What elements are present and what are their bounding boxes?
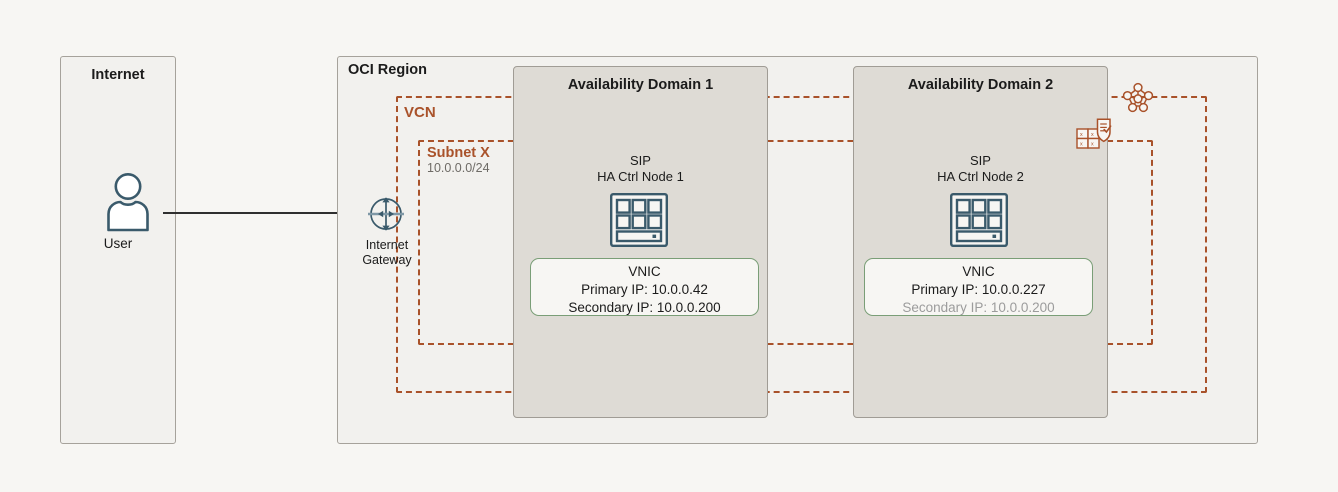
- svg-text:x: x: [1091, 132, 1094, 138]
- vcn-network-icon: [1119, 81, 1157, 117]
- connection-user-to-gateway: [163, 212, 378, 215]
- node-1-caption-line1: SIP: [630, 153, 651, 168]
- vcn-label: VCN: [404, 104, 436, 121]
- vnic-card-node-1: VNIC Primary IP: 10.0.0.42 Secondary IP:…: [530, 258, 759, 316]
- svg-text:x: x: [1080, 132, 1083, 138]
- node-1-caption: SIP HA Ctrl Node 1: [513, 153, 768, 185]
- node-1-caption-line2: HA Ctrl Node 1: [597, 168, 684, 184]
- internet-title: Internet: [91, 67, 145, 83]
- internet-gateway-label: Internet Gateway: [342, 238, 432, 268]
- node-2-caption-line2: HA Ctrl Node 2: [937, 168, 1024, 184]
- subnet-boundary: [418, 140, 1153, 345]
- vnic-2-title: VNIC: [962, 264, 995, 279]
- oci-region-title: OCI Region: [348, 62, 427, 78]
- internet-gateway-label-line2: Gateway: [362, 252, 412, 267]
- vnic-1-title: VNIC: [628, 264, 661, 279]
- internet-gateway-icon: [366, 194, 406, 234]
- availability-domain-2-title: Availability Domain 2: [907, 77, 1054, 93]
- vnic-2-secondary-ip: Secondary IP: 10.0.0.200: [902, 299, 1055, 315]
- compute-instance-icon: [950, 193, 1008, 247]
- svg-text:x: x: [1091, 142, 1094, 148]
- node-2-caption: SIP HA Ctrl Node 2: [853, 153, 1108, 185]
- internet-gateway-label-line1: Internet: [365, 238, 409, 252]
- user-icon: [104, 172, 152, 232]
- subnet-label: Subnet X: [427, 145, 490, 161]
- availability-domain-1-title: Availability Domain 1: [567, 77, 714, 93]
- compute-instance-icon: [610, 193, 668, 247]
- subnet-cidr: 10.0.0.0/24: [427, 161, 490, 175]
- vnic-card-node-2: VNIC Primary IP: 10.0.0.227 Secondary IP…: [864, 258, 1093, 316]
- vnic-2-primary-ip: Primary IP: 10.0.0.227: [911, 281, 1046, 297]
- user-label: User: [103, 236, 133, 251]
- svg-text:x: x: [1080, 142, 1083, 148]
- vcn-boundary: [396, 96, 1207, 393]
- node-2-caption-line1: SIP: [970, 153, 991, 168]
- internet-container: Internet: [60, 56, 176, 444]
- vnic-1-primary-ip: Primary IP: 10.0.0.42: [581, 281, 708, 297]
- vnic-1-secondary-ip: Secondary IP: 10.0.0.200: [568, 299, 721, 315]
